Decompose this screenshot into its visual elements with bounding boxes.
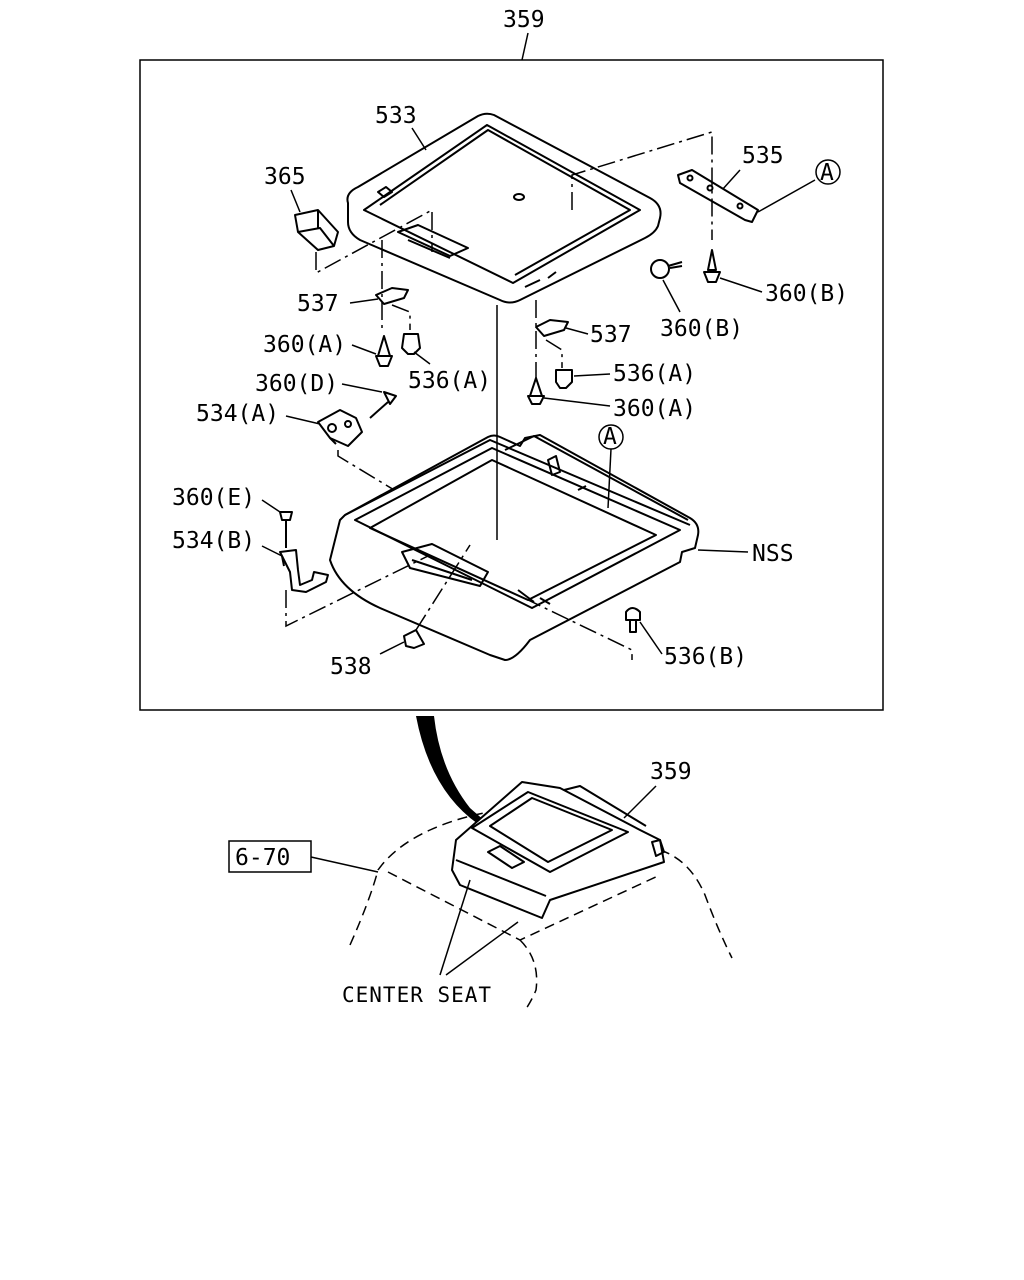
label-360a-right: 360(A) [613, 396, 696, 422]
label-nss: NSS [752, 541, 794, 567]
part-535-bracket [677, 169, 759, 223]
label-365: 365 [264, 164, 306, 190]
ref-a-mid: A [603, 424, 617, 450]
part-360e-screw [279, 511, 293, 548]
part-360b-screw-right [703, 249, 721, 283]
label-360e: 360(E) [172, 485, 255, 511]
label-538: 538 [330, 654, 372, 680]
lower-callout-359: 359 [650, 759, 692, 785]
part-536a-clip-left [401, 333, 421, 355]
ref-6-70: 6-70 [235, 845, 290, 871]
part-365-clip [294, 209, 339, 251]
part-538-clip [403, 629, 425, 649]
label-533: 533 [375, 103, 417, 129]
part-nss-tray [329, 434, 700, 661]
part-360a-screw-left [375, 335, 393, 367]
center-seat-outline [349, 807, 733, 1013]
label-536a-right: 536(A) [613, 361, 696, 387]
ref-circle-a-top [815, 159, 841, 185]
label-360b-right: 360(B) [765, 281, 848, 307]
label-center-seat: CENTER SEAT [342, 983, 492, 1007]
part-537-right [535, 319, 569, 337]
label-537-left: 537 [297, 291, 339, 317]
part-534b-bracket [279, 549, 329, 593]
label-534b: 534(B) [172, 528, 255, 554]
part-360d-screw [369, 391, 397, 419]
label-360b-left: 360(B) [660, 316, 743, 342]
diagram-frame [139, 59, 884, 711]
callout-leader [521, 32, 529, 61]
part-534a-latch [317, 409, 363, 447]
part-536a-clip-right [555, 369, 573, 389]
view-arrow [416, 716, 486, 824]
label-360d: 360(D) [255, 371, 338, 397]
ref-box-6-70 [228, 840, 312, 873]
console-box-installed [451, 781, 665, 919]
label-534a: 534(A) [196, 401, 279, 427]
part-537-left [375, 287, 409, 305]
label-536b: 536(B) [664, 644, 747, 670]
label-537-right: 537 [590, 322, 632, 348]
part-360a-screw-right [527, 377, 545, 405]
part-536b-pin [625, 607, 641, 633]
ref-a-top: A [820, 160, 834, 186]
label-536a-left: 536(A) [408, 368, 491, 394]
part-533-lid [346, 112, 662, 304]
label-535: 535 [742, 143, 784, 169]
assembly-callout-359: 359 [503, 7, 545, 33]
label-360a-left: 360(A) [263, 332, 346, 358]
part-360b-screw-left [650, 259, 683, 279]
